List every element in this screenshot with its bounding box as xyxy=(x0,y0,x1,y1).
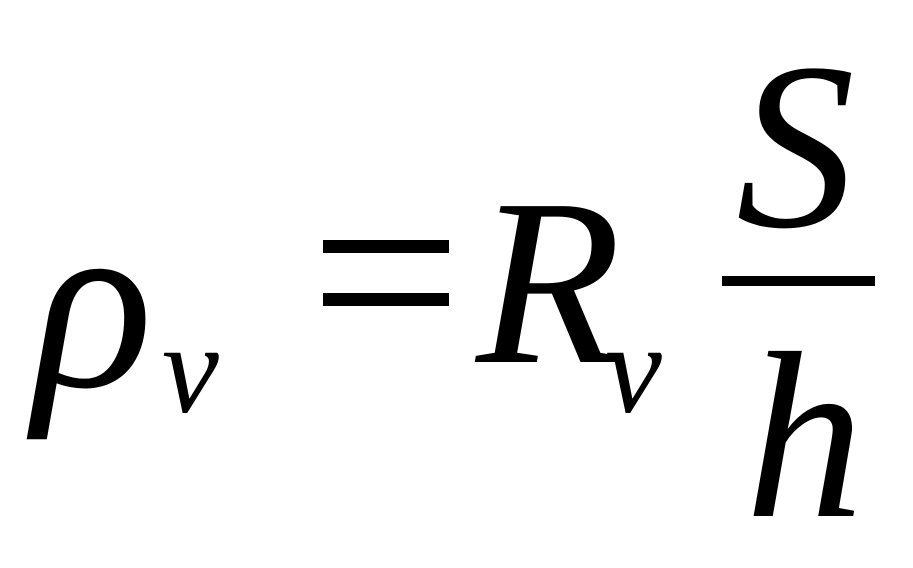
equals-sign xyxy=(323,240,449,306)
fraction-denominator: h xyxy=(745,305,864,568)
rho-symbol: ρ xyxy=(33,164,153,441)
fraction-bar xyxy=(722,276,875,286)
rho-subscript: v xyxy=(162,298,219,440)
formula: ρ v R v S h xyxy=(33,15,875,556)
fraction-numerator: S xyxy=(736,15,855,278)
equals-bar-top xyxy=(323,240,449,253)
resistance-subscript: v xyxy=(605,298,662,440)
equals-bar-bottom xyxy=(323,293,449,306)
resistance-symbol: R xyxy=(476,151,622,414)
